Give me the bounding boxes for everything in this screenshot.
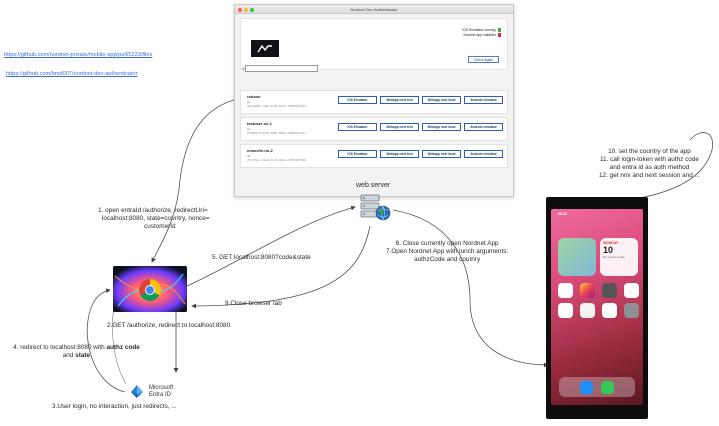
maps-widget[interactable]	[558, 238, 596, 276]
user-id: e9a7b894-1a0b-4f43-8f1e-3d8d9fb2121	[247, 104, 306, 108]
iphone-simulator: 09:41 MONDAY 10 No events today	[546, 197, 648, 419]
user-id: af36d4c0-8d76-4906-8483-ab8831d1213	[247, 131, 306, 135]
step-6-7-label: 6. Close currently open Nordnet App 7.Op…	[386, 240, 509, 263]
health-app-icon[interactable]	[580, 303, 595, 318]
minimize-dot-icon[interactable]	[244, 7, 248, 12]
nordnet-logo-icon	[251, 40, 279, 57]
user-list: robsun se e9a7b894-1a0b-4f43-8f1e-3d8d9f…	[240, 90, 508, 171]
step-4-label: 4. redirect to localhost:8080 with authz…	[13, 344, 140, 359]
wallet-app-icon[interactable]	[602, 303, 617, 318]
arrow-step-5	[186, 205, 356, 287]
ios-emulator-button[interactable]: iOS Emulator	[338, 123, 377, 131]
safari-app-icon[interactable]	[580, 380, 593, 394]
android-status: Nordnet app installed	[463, 33, 501, 37]
user-card: testuser-se-1 se af36d4c0-8d76-4906-8483…	[240, 117, 508, 141]
android-emulator-button[interactable]: Android emulator	[464, 150, 503, 158]
phone-time: 09:41	[558, 212, 567, 216]
phone-dock	[559, 377, 635, 397]
webserver-label: web server	[356, 182, 391, 189]
step-10-12-label: 10. set the country of the app 11. call …	[599, 148, 700, 179]
camera-app-icon[interactable]	[602, 283, 617, 298]
android-status-indicator-icon	[497, 33, 501, 37]
github-link-pr[interactable]: https://github.com/nordnet-private/mobil…	[4, 52, 153, 58]
zoom-dot-icon[interactable]	[250, 7, 254, 12]
browser-chrome-icon	[113, 266, 187, 312]
webserver-icon	[357, 193, 393, 223]
check-again-button[interactable]: Check Again	[467, 56, 499, 63]
user-card: chanelle-no-2 no 7274f9ec-2ba6-4c24-b0ad…	[240, 144, 508, 168]
app-grid	[558, 283, 639, 318]
window-title: Nordnet Dev Authenticator	[350, 6, 398, 12]
step-9-label: 9.Close browser tab	[225, 300, 282, 307]
android-emulator-button[interactable]: Android emulator	[464, 123, 503, 131]
user-country: se	[247, 99, 250, 104]
news-app-icon[interactable]	[624, 283, 639, 298]
user-id: 7274f9ec-2ba6-4c24-b0ad-e787093748b	[247, 158, 306, 162]
arrow-step-6-7	[392, 209, 549, 368]
step-5-label: 5. GET localhost:8080?code&state	[212, 254, 311, 261]
user-name: robsun	[247, 94, 261, 99]
authenticator-window: Nordnet Dev Authenticator iOS Simulator …	[234, 4, 514, 197]
entra-id-label: Microsoft Entra ID	[149, 385, 174, 398]
webapp-next-test-button[interactable]: Webapp next test	[380, 96, 419, 104]
webapp-next-local-button[interactable]: Webapp next local	[422, 96, 461, 104]
webapp-next-test-button[interactable]: Webapp next test	[380, 123, 419, 131]
step-3-label: 3.User login, no interaction, just redir…	[52, 403, 177, 410]
user-name: testuser-se-1	[247, 121, 272, 126]
user-name: chanelle-no-2	[247, 148, 273, 153]
user-card: robsun se e9a7b894-1a0b-4f43-8f1e-3d8d9f…	[240, 90, 508, 114]
search-input[interactable]: ⚲	[242, 65, 318, 72]
calendar-app-icon[interactable]	[558, 283, 573, 298]
ios-emulator-button[interactable]: iOS Emulator	[338, 96, 377, 104]
arrow-step-9	[191, 225, 371, 309]
step-1-label: 1. open entraId /authorize, redirectUri=…	[98, 207, 210, 230]
step-2-label: 2.GET /authorize, redirect to localhost:…	[107, 322, 231, 329]
phone-home-screen[interactable]: 09:41 MONDAY 10 No events today	[551, 209, 643, 405]
github-link-repo[interactable]: https://github.com/bmd007/nordnet-dev-au…	[6, 71, 138, 77]
webapp-next-test-button[interactable]: Webapp next test	[380, 150, 419, 158]
webapp-next-local-button[interactable]: Webapp next local	[422, 150, 461, 158]
user-country: se	[247, 126, 250, 131]
photos-app-icon[interactable]	[580, 283, 595, 298]
entra-id-icon	[130, 385, 144, 398]
user-country: no	[247, 153, 251, 158]
ios-emulator-button[interactable]: iOS Emulator	[338, 150, 377, 158]
ios-status: iOS Simulator running	[462, 28, 501, 32]
android-emulator-button[interactable]: Android emulator	[464, 96, 503, 104]
search-icon: ⚲	[242, 66, 245, 71]
calendar-widget[interactable]: MONDAY 10 No events today	[600, 238, 638, 276]
maps-app-icon[interactable]	[558, 303, 573, 318]
messages-app-icon[interactable]	[601, 380, 614, 394]
webapp-next-local-button[interactable]: Webapp next local	[422, 123, 461, 131]
close-dot-icon[interactable]	[238, 7, 242, 12]
authenticator-header: iOS Simulator running Nordnet app instal…	[240, 18, 508, 70]
window-titlebar: Nordnet Dev Authenticator	[235, 5, 513, 14]
settings-app-icon[interactable]	[624, 303, 639, 318]
arrow-step-1	[151, 99, 235, 263]
arrow-step-10-12	[639, 132, 714, 199]
arrow-step-4	[86, 288, 126, 393]
ios-status-indicator-icon	[497, 28, 501, 32]
